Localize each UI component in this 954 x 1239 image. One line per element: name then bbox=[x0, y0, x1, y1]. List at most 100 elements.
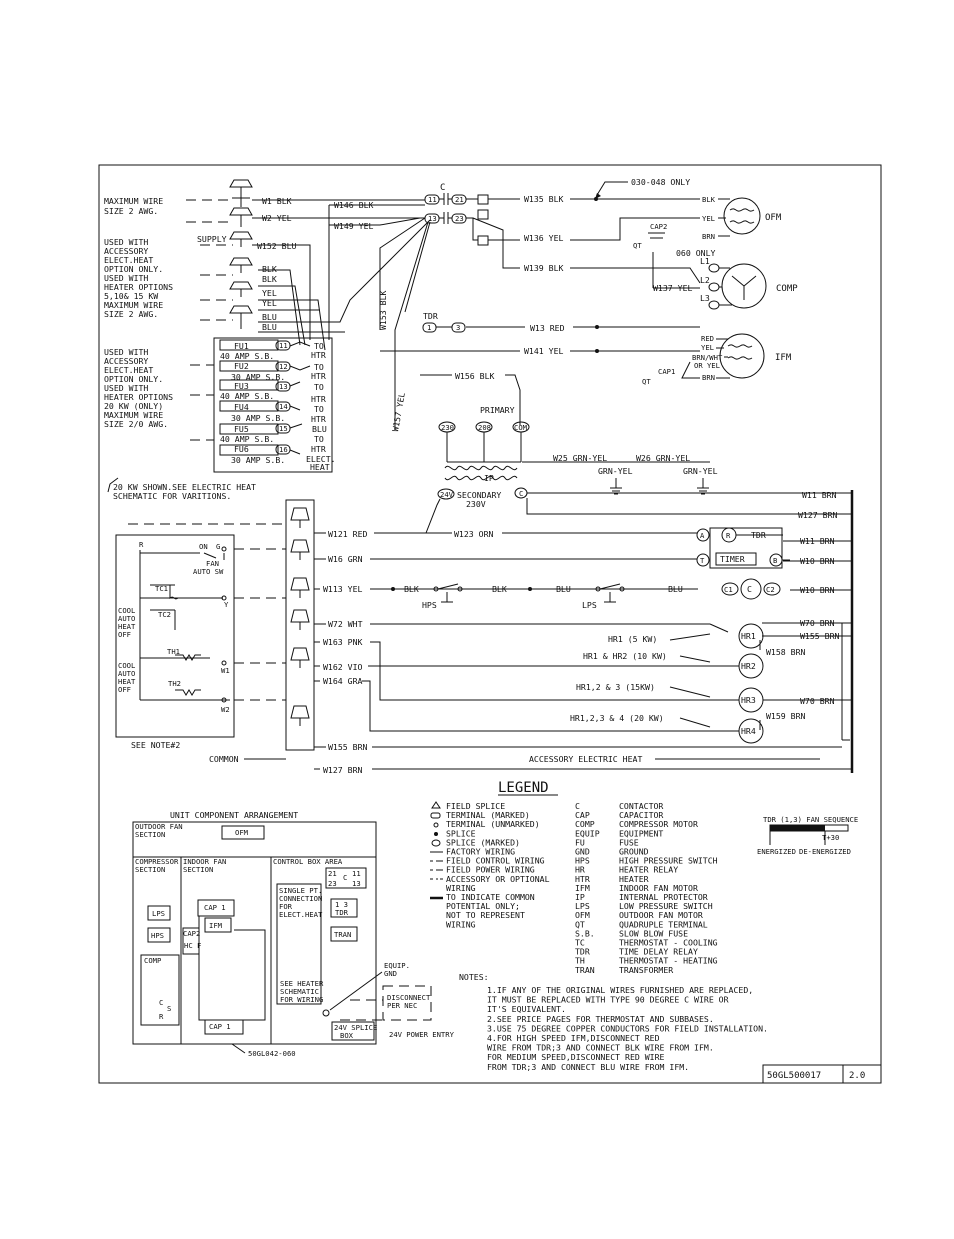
legend-abbr-meaning: TIME DELAY RELAY bbox=[619, 947, 698, 957]
svg-text:W158 BRN: W158 BRN bbox=[766, 647, 806, 657]
legend-left-item: SPLICE (MARKED) bbox=[446, 837, 520, 847]
svg-text:ELECT.HEAT: ELECT.HEAT bbox=[104, 365, 153, 375]
max-wire-note-2: SIZE 2 AWG. bbox=[104, 206, 158, 216]
legend-left-item: SPLICE bbox=[446, 828, 476, 838]
svg-text:YEL: YEL bbox=[701, 343, 714, 352]
svg-text:USED WITH: USED WITH bbox=[104, 347, 148, 357]
svg-text:W163 PNK: W163 PNK bbox=[323, 637, 363, 647]
svg-text:CAP 1: CAP 1 bbox=[204, 903, 226, 912]
svg-text:GRN-YEL: GRN-YEL bbox=[598, 466, 633, 476]
svg-text:QT: QT bbox=[642, 377, 651, 386]
svg-text:HEAT: HEAT bbox=[310, 462, 330, 472]
fuse-rating-4: 30 AMP S.B. bbox=[231, 413, 285, 423]
svg-text:14: 14 bbox=[279, 402, 288, 411]
legend-abbr-meaning: CONTACTOR bbox=[619, 801, 663, 811]
legend-abbr-code: IFM bbox=[575, 883, 590, 893]
doc-id: 50GL500017 bbox=[767, 1071, 821, 1081]
legend-abbr-code: IP bbox=[575, 892, 585, 902]
svg-text:BRN: BRN bbox=[702, 373, 715, 382]
legend-left-item: TERMINAL (MARKED) bbox=[446, 810, 530, 820]
legend-left-item: ACCESSORY OR OPTIONAL bbox=[446, 874, 550, 884]
svg-text:HR3: HR3 bbox=[741, 695, 756, 705]
svg-text:C: C bbox=[159, 998, 163, 1007]
svg-text:R: R bbox=[139, 540, 144, 549]
svg-text:SECTION: SECTION bbox=[135, 865, 165, 874]
svg-text:11: 11 bbox=[279, 341, 288, 350]
top-note: 030-048 ONLY bbox=[631, 177, 690, 187]
notes: NOTES: bbox=[459, 972, 489, 982]
legend-left-item: NOT TO REPRESENT bbox=[446, 910, 525, 920]
svg-text:TIMER: TIMER bbox=[720, 554, 745, 564]
svg-text:USED WITH: USED WITH bbox=[104, 383, 148, 393]
legend-abbr-meaning: THERMOSTAT - COOLING bbox=[619, 938, 718, 948]
legend-abbr-code: LPS bbox=[575, 901, 590, 911]
svg-text:COM: COM bbox=[514, 423, 528, 432]
svg-text:MAXIMUM WIRE: MAXIMUM WIRE bbox=[104, 410, 163, 420]
svg-text:RED: RED bbox=[701, 334, 714, 343]
svg-text:W1 BLK: W1 BLK bbox=[262, 196, 292, 206]
legend: LEGEND bbox=[430, 780, 558, 900]
svg-text:12: 12 bbox=[279, 362, 288, 371]
svg-text:OFM: OFM bbox=[235, 828, 249, 837]
svg-text:CONNECTION: CONNECTION bbox=[279, 894, 322, 903]
ofm-label: OFM bbox=[765, 213, 782, 223]
svg-text:L3: L3 bbox=[700, 293, 710, 303]
svg-text:QT: QT bbox=[633, 241, 642, 250]
svg-text:COMMON: COMMON bbox=[209, 754, 239, 764]
svg-text:W156 BLK: W156 BLK bbox=[455, 371, 495, 381]
svg-text:HR4: HR4 bbox=[741, 726, 756, 736]
comp-label: COMP bbox=[776, 284, 798, 294]
left-notes: MAXIMUM WIRE SIZE 2 AWG. SUPPLY USED WIT… bbox=[104, 196, 256, 501]
svg-text:W153 BLK: W153 BLK bbox=[378, 290, 388, 330]
svg-text:SCHEMATIC FOR VARITIONS.: SCHEMATIC FOR VARITIONS. bbox=[113, 491, 231, 501]
svg-text:50GL042-060: 50GL042-060 bbox=[248, 1049, 296, 1058]
svg-text:YEL: YEL bbox=[702, 214, 715, 223]
svg-text:W164 GRA: W164 GRA bbox=[323, 676, 363, 686]
svg-text:YEL: YEL bbox=[262, 288, 277, 298]
svg-text:HR1 & HR2 (10 KW): HR1 & HR2 (10 KW) bbox=[583, 651, 667, 661]
note-line: WIRE FROM TDR;3 AND CONNECT BLK WIRE FRO… bbox=[487, 1043, 714, 1053]
svg-text:L1: L1 bbox=[700, 256, 710, 266]
legend-abbr-code: C bbox=[575, 801, 580, 811]
svg-text:TO: TO bbox=[314, 404, 324, 414]
svg-text:SCHEMATIC: SCHEMATIC bbox=[280, 987, 319, 996]
svg-text:COOL: COOL bbox=[118, 606, 135, 615]
svg-text:230V: 230V bbox=[466, 499, 486, 509]
svg-text:060 ONLY: 060 ONLY bbox=[676, 248, 716, 258]
tdr-timer: A R TDR T TIMER B bbox=[696, 527, 790, 569]
svg-text:Y: Y bbox=[224, 600, 229, 609]
svg-text:11: 11 bbox=[352, 869, 361, 878]
svg-text:YEL: YEL bbox=[262, 298, 277, 308]
legend-abbr-code: GND bbox=[575, 847, 590, 857]
tdr-top-contact: TDR 1 3 bbox=[422, 311, 466, 333]
ifm-label: IFM bbox=[775, 353, 792, 363]
svg-text:ACCESSORY ELECTRIC HEAT: ACCESSORY ELECTRIC HEAT bbox=[529, 754, 642, 764]
svg-text:W139 BLK: W139 BLK bbox=[524, 263, 564, 273]
svg-text:DE-ENERGIZED: DE-ENERGIZED bbox=[799, 847, 851, 856]
svg-text:CAP1: CAP1 bbox=[658, 367, 675, 376]
svg-text:HR2: HR2 bbox=[741, 661, 756, 671]
svg-text:TDR (1,3) FAN SEQUENCE: TDR (1,3) FAN SEQUENCE bbox=[763, 815, 858, 824]
svg-text:W127 BRN: W127 BRN bbox=[798, 510, 838, 520]
svg-text:W155 BRN: W155 BRN bbox=[328, 742, 368, 752]
svg-text:W162 VIO: W162 VIO bbox=[323, 662, 363, 672]
svg-text:R: R bbox=[726, 531, 731, 540]
legend-abbr-meaning: EQUIPMENT bbox=[619, 828, 663, 838]
fuse-fu2: FU2 bbox=[234, 361, 249, 371]
svg-text:T: T bbox=[700, 556, 705, 565]
svg-text:USED WITH: USED WITH bbox=[104, 237, 148, 247]
svg-text:TO: TO bbox=[314, 341, 324, 351]
svg-text:TH1: TH1 bbox=[167, 647, 180, 656]
legend-abbr-meaning: FUSE bbox=[619, 837, 639, 847]
svg-text:1 3: 1 3 bbox=[335, 900, 348, 909]
motor-wires: W135 BLK W136 YEL W139 BLK W137 YEL W13 … bbox=[380, 194, 701, 425]
svg-text:W152 BLU: W152 BLU bbox=[257, 241, 297, 251]
svg-text:HEATER OPTIONS: HEATER OPTIONS bbox=[104, 282, 173, 292]
fuse-rating-6: 30 AMP S.B. bbox=[231, 455, 285, 465]
fan-sequence: TDR (1,3) FAN SEQUENCE T+30 ENERGIZED DE… bbox=[757, 815, 858, 856]
legend-left-item: WIRING bbox=[446, 919, 476, 929]
svg-text:ACCESSORY: ACCESSORY bbox=[104, 356, 148, 366]
legend-abbr-meaning: QUADRUPLE TERMINAL bbox=[619, 919, 708, 929]
